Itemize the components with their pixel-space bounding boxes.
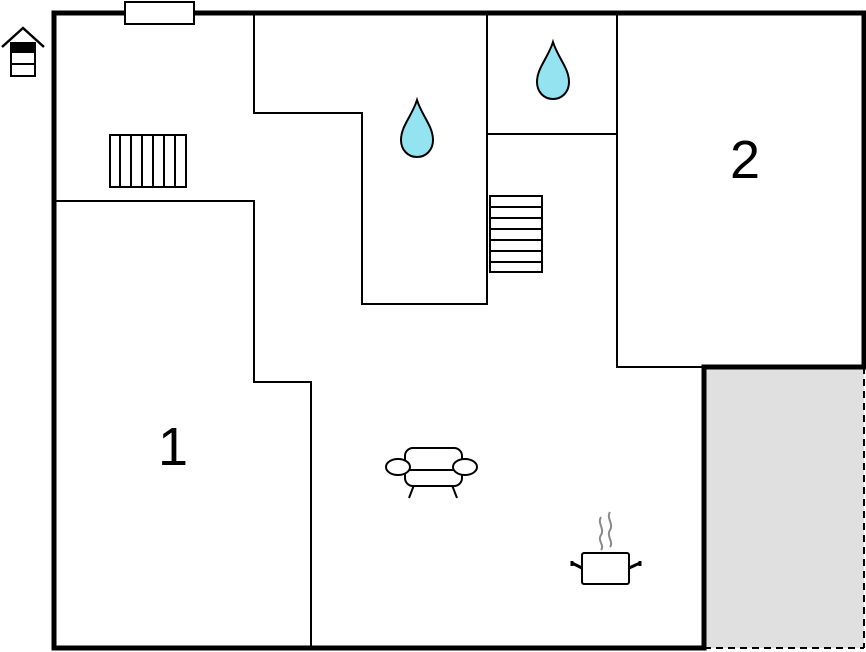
sofa-icon (385, 447, 478, 499)
cooking-pot-icon (570, 511, 642, 585)
water-drop-icon (535, 38, 571, 101)
terrace-area (704, 367, 865, 649)
interior-walls (54, 13, 704, 648)
house-entrance-icon (1, 26, 45, 77)
room-1-label: 1 (158, 417, 188, 477)
stairs-icon (489, 195, 543, 273)
window-icon (124, 1, 195, 25)
water-drop-icon (399, 96, 435, 159)
radiator-icon (109, 134, 187, 188)
room-2-label: 2 (730, 130, 760, 190)
